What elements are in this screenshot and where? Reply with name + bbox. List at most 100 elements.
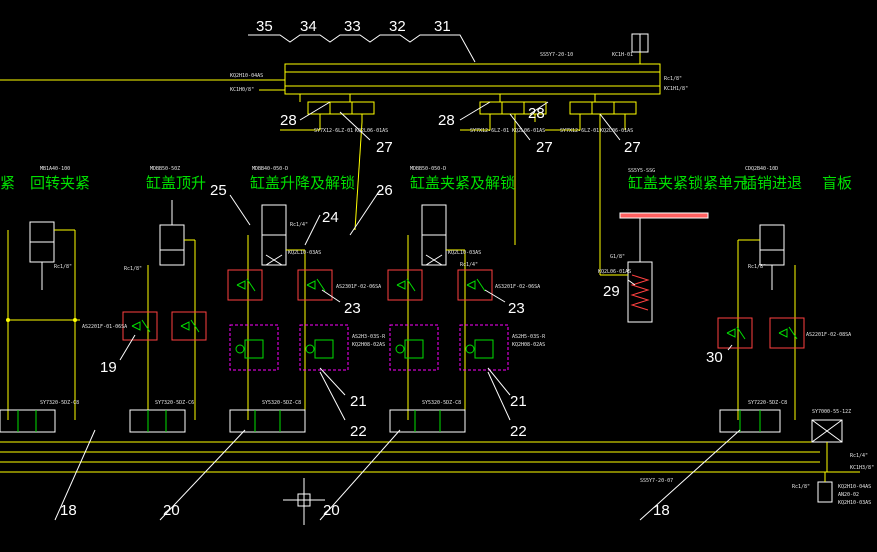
callout-18-right: 18 (653, 502, 670, 519)
label-rotary-clamp: 回转夹紧 (30, 174, 90, 192)
callout-23-right: 23 (508, 300, 525, 317)
callout-28-right: 28 (528, 105, 545, 122)
part-label: SY7220-5DZ-C8 (748, 400, 787, 406)
callout-leaders (54, 101, 741, 521)
part-label: SY7X12-6LZ-01 (470, 128, 509, 134)
part-label: AS2301F-02-06SA (336, 284, 381, 290)
part-label: KQ2L06-01AS (355, 128, 388, 134)
label-head-raise-unlock: 缸盖升降及解锁 (250, 174, 355, 192)
part-labels: KQ2H10-04AS KC1H0/8" SS5Y7-20-10 KC1H-01… (40, 52, 874, 506)
callout-21-left: 21 (350, 393, 367, 410)
part-label: Rc1/8" (748, 264, 766, 270)
part-label: MB1A40-100 (40, 166, 70, 172)
callout-34: 34 (300, 18, 317, 35)
cylinder-head-lift (147, 200, 196, 420)
part-label: MDBB40-050-D (252, 166, 288, 172)
part-label: KQ2L06-01AS (512, 128, 545, 134)
part-label: KQ2L10-03AS (288, 250, 321, 256)
part-label: KC1H-01 (612, 52, 633, 58)
part-label: G1/8" (610, 254, 625, 260)
callout-30: 30 (706, 349, 723, 366)
cylinder-head-raise (247, 204, 306, 420)
cylinder-head-clamp (407, 204, 466, 420)
part-label: Rc1/4" (290, 222, 308, 228)
callout-25: 25 (210, 182, 227, 199)
part-label: MDBB50-050-D (410, 166, 446, 172)
pilot-check-valves (229, 324, 509, 371)
label-clamp-fragment: 紧 (0, 174, 15, 192)
part-label: Rc1/8" (124, 266, 142, 272)
callout-28-left: 28 (280, 112, 297, 129)
flow-valves (122, 269, 805, 349)
callout-22-left: 22 (350, 423, 367, 440)
callout-35: 35 (256, 18, 273, 35)
part-label: KC1H1/8" (664, 86, 688, 92)
callout-20-right: 20 (323, 502, 340, 519)
clamp-lock-unit (599, 212, 709, 323)
callout-18-left: 18 (60, 502, 77, 519)
part-label: Rc1/4" (460, 262, 478, 268)
crosshair-cursor (283, 478, 325, 525)
part-label: SY7320-5DZ-C8 (40, 400, 79, 406)
part-label: KQ2L06-01AS (600, 128, 633, 134)
part-label: SY7320-5DZ-C6 (155, 400, 194, 406)
callout-27-right: 27 (624, 139, 641, 156)
label-head-clamp-unlock: 缸盖夹紧及解锁 (410, 174, 515, 192)
part-label: SY7000-55-12Z (812, 409, 851, 415)
part-label: AS2H5-03S-R (512, 334, 546, 340)
part-label: SS5Y7-20-10 (540, 52, 573, 58)
part-label: AS2201F-01-06SA (82, 324, 127, 330)
part-label: MDBB50-50Z (150, 166, 180, 172)
part-label: AN20-02 (838, 492, 859, 498)
callout-33: 33 (344, 18, 361, 35)
bottom-valves (0, 409, 781, 433)
top-manifold (0, 33, 661, 102)
part-label: KQ2H10-03AS (838, 500, 871, 506)
part-label: SS5Y7-20-07 (640, 478, 673, 484)
part-label: Rc1/8" (54, 264, 72, 270)
callout-19: 19 (100, 359, 117, 376)
label-blind-plate: 盲板 (822, 174, 852, 192)
callout-22-right: 22 (510, 423, 527, 440)
cylinder-rotary-clamp (6, 221, 80, 420)
callout-31: 31 (434, 18, 451, 35)
callout-32: 32 (389, 18, 406, 35)
callout-27-mid: 27 (536, 139, 553, 156)
part-label: CDQ2B40-10D (745, 166, 778, 172)
part-label: AS2H3-03S-R (352, 334, 386, 340)
part-label: KQ2H08-02AS (352, 342, 385, 348)
part-label: KC1H0/8" (230, 87, 254, 93)
callout-20-left: 20 (163, 502, 180, 519)
subplate-valve-right (545, 101, 637, 240)
part-label: KQ2H08-02AS (512, 342, 545, 348)
part-label: Rc1/4" (850, 453, 868, 459)
part-label: AS3201F-02-06SA (495, 284, 540, 290)
part-label: SY7X12-6LZ-01 (560, 128, 599, 134)
part-label: KQ2H10-04AS (838, 484, 871, 490)
part-label: AS2201F-02-08SA (806, 332, 851, 338)
callout-23-left: 23 (344, 300, 361, 317)
subplate-valve-left (280, 101, 375, 231)
callout-29: 29 (603, 283, 620, 300)
cylinder-pin (737, 224, 796, 420)
callout-24: 24 (322, 209, 339, 226)
label-pin-advance: 插销进退 (742, 174, 802, 192)
part-label: KQ2L10-03AS (448, 250, 481, 256)
part-label: SY5320-5DZ-C8 (262, 400, 301, 406)
callout-21-right: 21 (510, 393, 527, 410)
part-label: Rc1/8" (664, 76, 682, 82)
part-label: SY7X12-6LZ-01 (314, 128, 353, 134)
subplate-valve-mid (460, 101, 547, 245)
part-label: KC1H3/8" (850, 465, 874, 471)
part-label: KQ2H10-04AS (230, 73, 263, 79)
callout-27-left: 27 (376, 139, 393, 156)
label-clamp-lock-unit: 缸盖夹紧锁紧单元 (628, 174, 748, 192)
top-callout-leader (248, 34, 476, 63)
bottom-manifold (0, 419, 860, 503)
part-label: KQ2L06-01AS (598, 269, 631, 275)
callout-28-mid: 28 (438, 112, 455, 129)
part-label: Rc1/8" (792, 484, 810, 490)
part-label: SS5Y5-SSG (628, 168, 655, 174)
